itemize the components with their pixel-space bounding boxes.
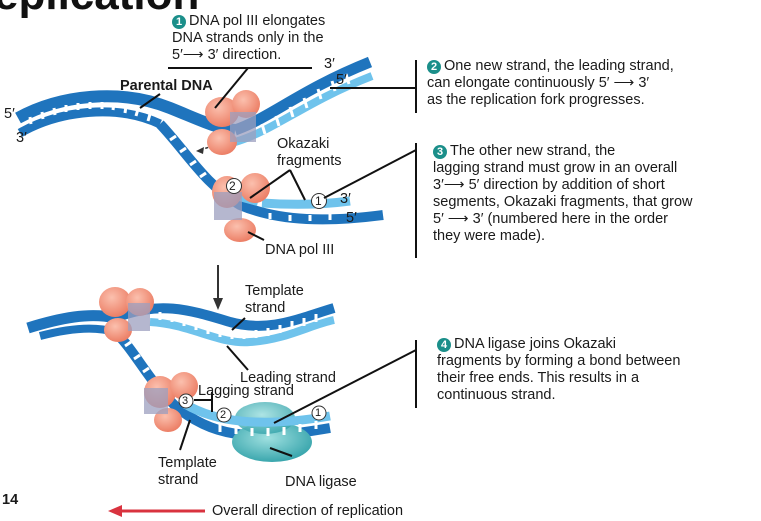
bottom-fragment-number-2: 2 xyxy=(220,409,227,421)
bottom-fragment-number-3: 3 xyxy=(182,395,189,407)
callout-2-line-1: One new strand, the leading strand, xyxy=(444,58,674,74)
parental-dna-upper-strand xyxy=(15,90,236,136)
callout-4-line-3: their free ends. This results in a xyxy=(437,370,640,386)
callout-2-line-2: can elongate continuously 5′ ⟶ 3′ xyxy=(427,75,650,91)
callout-3-line-4: segments, Okazaki fragments, that grow xyxy=(433,194,693,210)
callout-4-number-icon: 4 xyxy=(437,338,451,352)
leading-strand-bases xyxy=(260,73,351,135)
label-template-strand-top: Template strand xyxy=(245,283,304,317)
okazaki-number-1-circle xyxy=(311,193,327,209)
label-template-bottom-line-1: Template xyxy=(158,455,217,471)
callout-1-line-1: DNA pol III elongates xyxy=(189,13,326,29)
leader-lines-bottom xyxy=(179,317,417,457)
callout-3-line-6: they were made). xyxy=(433,228,546,244)
page-title-fragment: eplication xyxy=(0,0,199,20)
fragment-number-2: 2 xyxy=(229,179,236,193)
callout-3-line-2: lagging strand must grow in an overall xyxy=(433,160,678,176)
okazaki-fragment-1 xyxy=(261,196,351,209)
bottom-leading-bases xyxy=(158,312,318,339)
bottom-fragment-number-1: 1 xyxy=(315,407,322,419)
dna-pol-iii-leading xyxy=(205,90,260,155)
dna-pol-iii-lagging xyxy=(212,173,270,242)
parental-dna-bases xyxy=(28,102,152,125)
parental-dna-lower-strand xyxy=(17,107,162,137)
label-template-strand-bottom: Template strand xyxy=(158,455,217,489)
transition-arrow-head xyxy=(213,298,223,310)
bottom-lagging-new-bases xyxy=(218,421,318,436)
bottom-leading-strand xyxy=(149,316,335,347)
label-leading-strand: Leading strand xyxy=(240,370,336,386)
label-template-top-line-1: Template xyxy=(245,283,304,299)
bottom-dna-pol-iii-leading xyxy=(99,287,154,342)
label-parental-dna: Parental DNA xyxy=(120,78,213,94)
end-label-lagging-5: 5′ xyxy=(346,210,357,226)
bottom-parental-lower xyxy=(38,324,117,340)
callout-1-number-icon: 1 xyxy=(172,15,186,29)
callout-4-line-4: continuous strand. xyxy=(437,387,556,403)
label-okazaki-line-2: fragments xyxy=(277,153,342,169)
bottom-dna-pol-iii-lagging xyxy=(144,372,198,432)
fragment-number-1: 1 xyxy=(315,194,322,208)
label-dna-pol-iii: DNA pol III xyxy=(265,242,335,258)
callout-1-line-3: 5′⟶ 3′ direction. xyxy=(172,47,282,63)
label-template-bottom-line-2: strand xyxy=(158,472,199,488)
bottom-okazaki-number-3-circle xyxy=(178,393,194,409)
callout-4-line-2: fragments by forming a bond between xyxy=(437,353,681,369)
label-okazaki-line-1: Okazaki xyxy=(277,136,330,152)
callout-3-line-3: 3′⟶ 5′ direction by addition of short xyxy=(433,177,665,193)
label-lagging-strand: Lagging strand xyxy=(198,383,294,399)
dashed-arrow-head xyxy=(196,147,204,154)
label-overall-direction: Overall direction of replication xyxy=(212,503,404,519)
page-number: 14 xyxy=(2,492,19,508)
callout-1-line-2: DNA strands only in the xyxy=(172,30,324,46)
end-label-lagging-3: 3′ xyxy=(340,191,351,207)
callout-3-number-icon: 3 xyxy=(433,145,447,159)
label-dna-ligase: DNA ligase xyxy=(285,474,357,490)
lagging-template-bases xyxy=(169,134,332,221)
bottom-parental-upper xyxy=(26,310,117,334)
end-label-top-right-3: 3′ xyxy=(324,56,335,72)
okazaki-number-2-circle xyxy=(226,178,242,194)
callout-2-number-icon: 2 xyxy=(427,60,441,74)
overall-direction-arrow-head xyxy=(108,505,122,517)
label-okazaki-fragments: Okazaki fragments xyxy=(277,136,341,170)
bottom-lagging-strand xyxy=(182,400,331,427)
bottom-okazaki-number-1-circle xyxy=(311,405,327,421)
bottom-fork xyxy=(26,287,336,462)
end-label-left-5: 5′ xyxy=(4,106,15,122)
callout-3-line-5: 5′ ⟶ 3′ (numbered here in the order xyxy=(433,211,668,227)
callout-2-line-3: as the replication fork progresses. xyxy=(427,92,645,108)
top-fork xyxy=(15,56,384,242)
bottom-okazaki-number-2-circle xyxy=(216,407,232,423)
callout-4-line-1: DNA ligase joins Okazaki xyxy=(454,336,616,352)
label-template-top-line-2: strand xyxy=(245,300,286,316)
end-label-left-3: 3′ xyxy=(16,130,27,146)
leader-lines-top xyxy=(139,60,417,258)
callout-3-line-1: The other new strand, the xyxy=(450,143,616,159)
end-label-top-right-5: 5′ xyxy=(336,72,347,88)
